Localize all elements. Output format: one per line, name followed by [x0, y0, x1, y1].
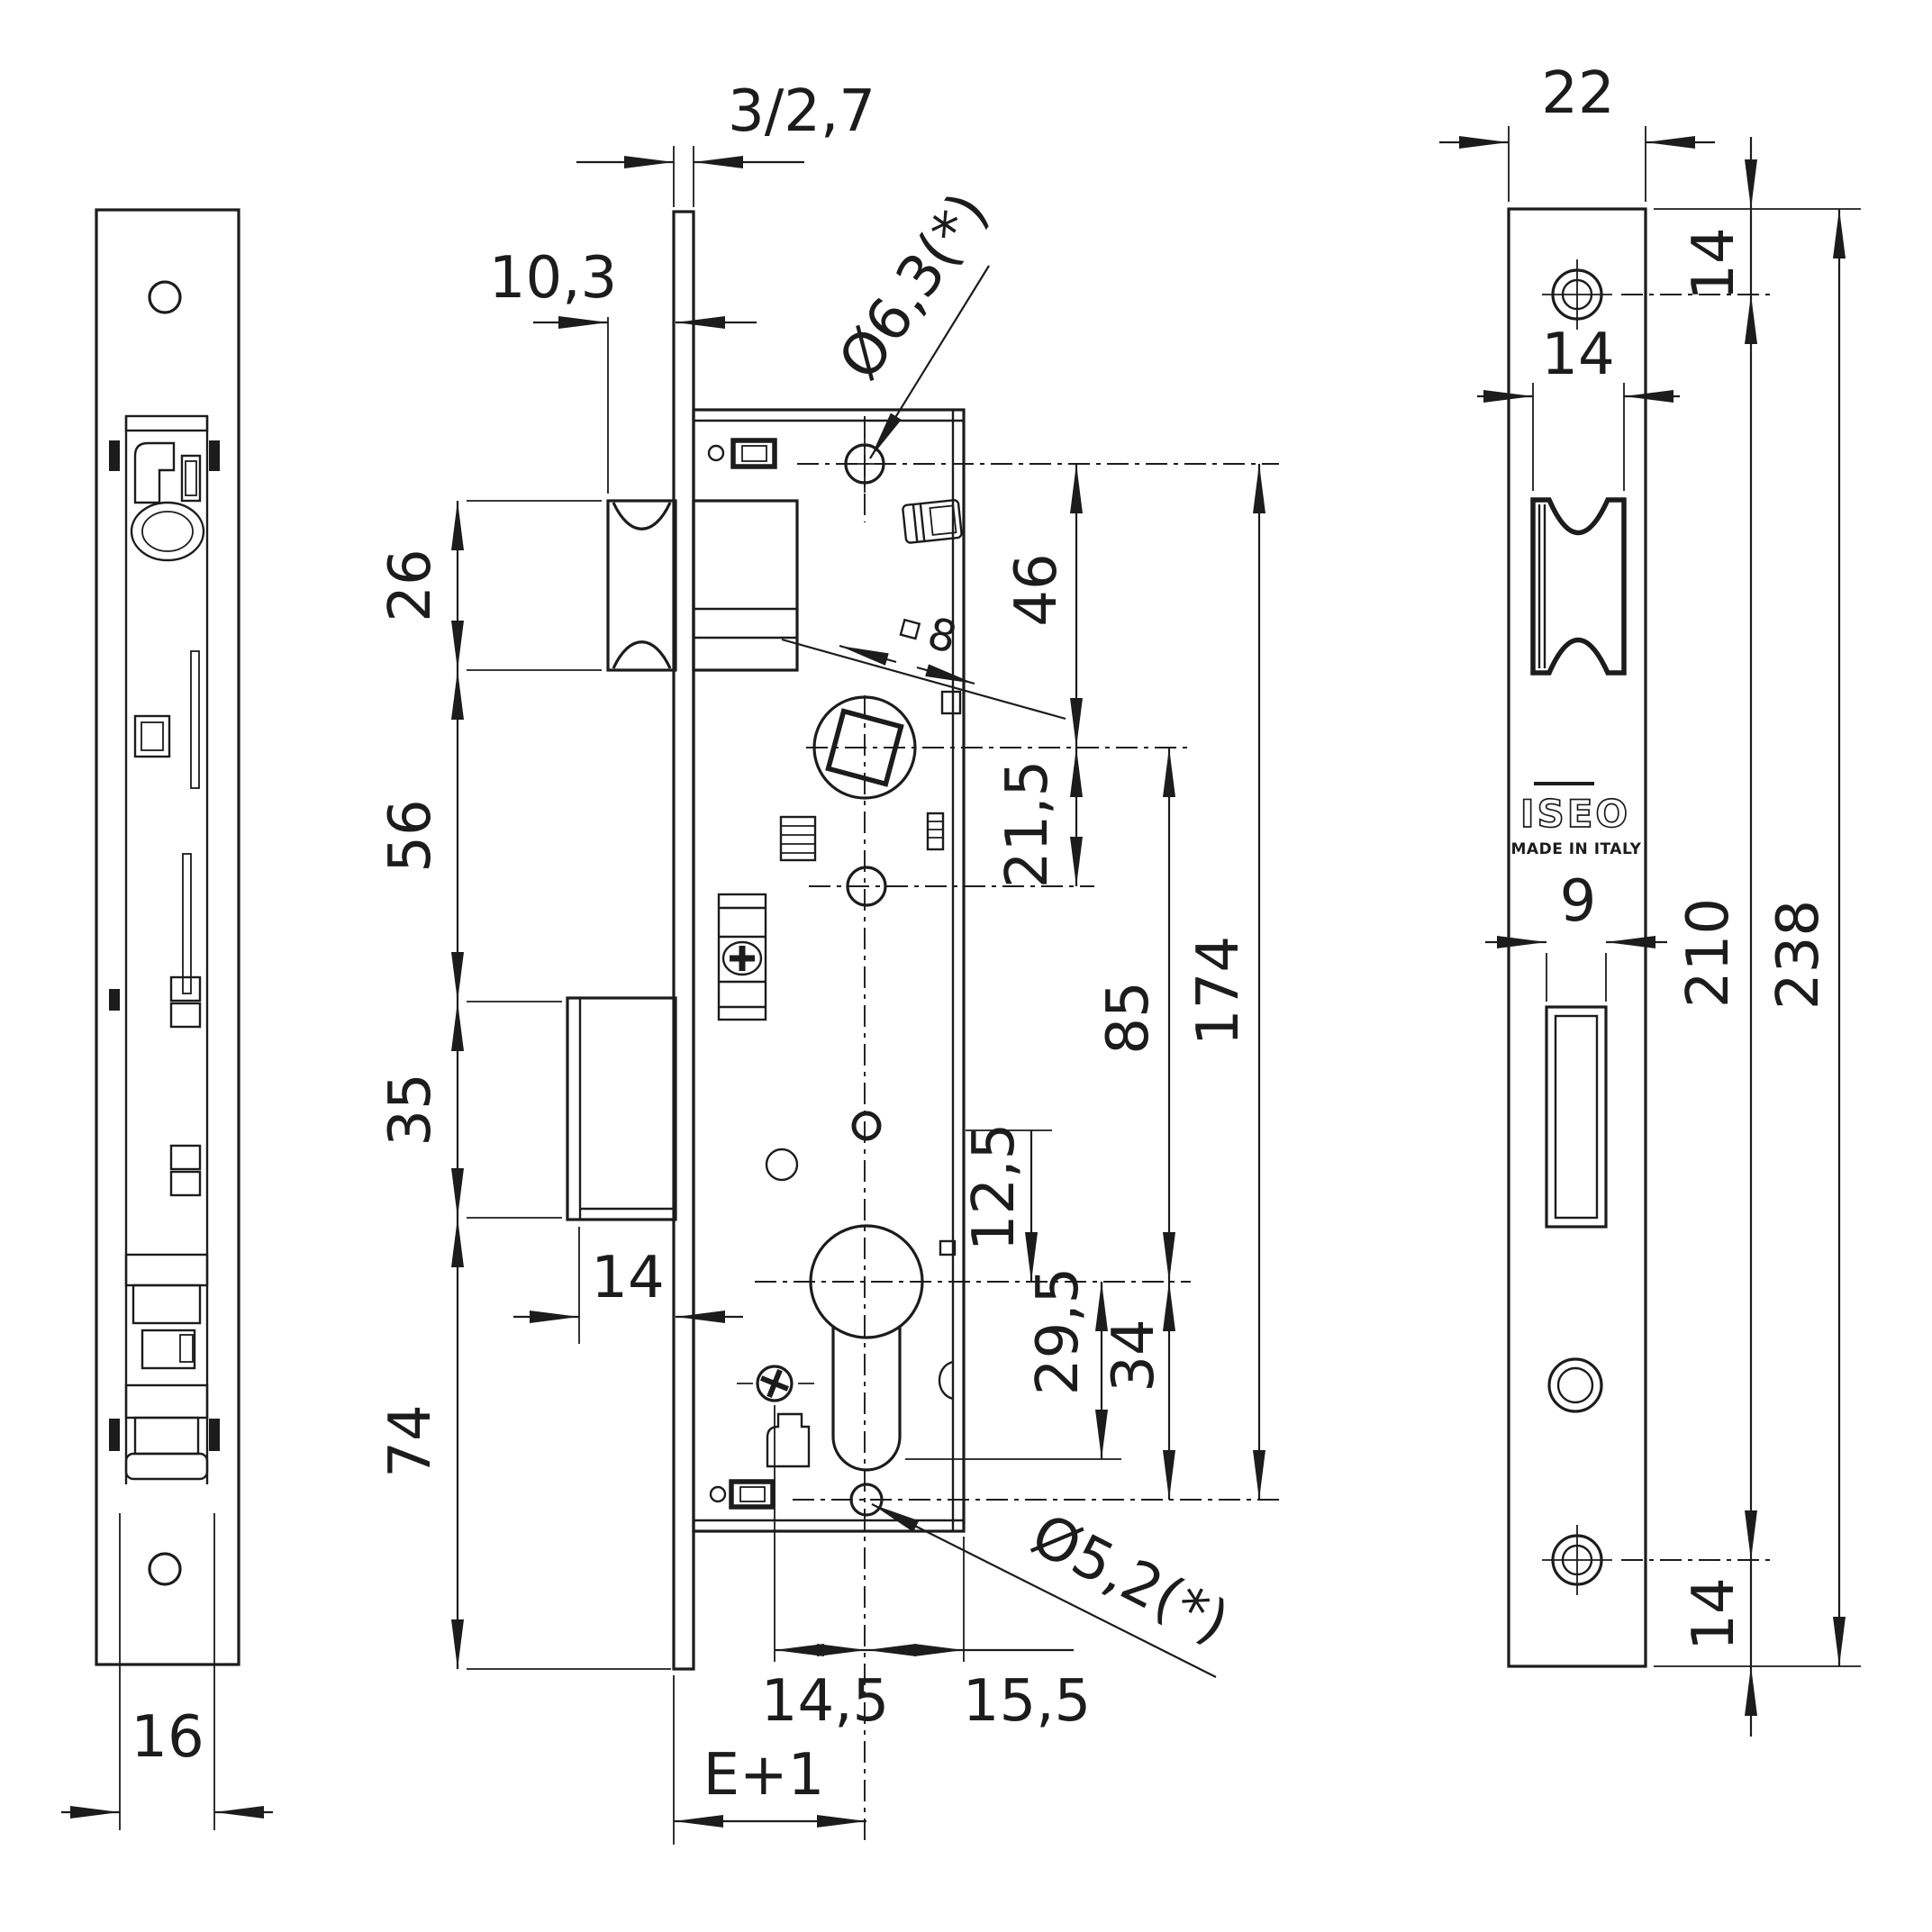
screw-adjuster	[717, 893, 767, 1021]
square-symbol	[899, 618, 921, 640]
right-view-faceplate: ISEO MADE IN ITALY 22	[1439, 60, 1861, 1737]
brand-made-in: MADE IN ITALY	[1511, 840, 1642, 858]
dim-backset-group: E+1	[673, 1675, 866, 1845]
lock-case	[692, 408, 966, 1533]
case-edge-notch	[938, 1360, 954, 1401]
dim-plate-thickness-group: 3/2,7	[576, 78, 875, 207]
dim-roller-cutout-width-group: 14	[1477, 322, 1680, 491]
case-edge-tab-lower	[939, 1239, 957, 1256]
dim-axis-to-case-edge: 15,5	[963, 1668, 1092, 1735]
dim-cylinder-group: 12,5 29,5 34	[905, 1123, 1175, 1500]
dim-left-chain: 26 56 35 74	[377, 500, 671, 1670]
faceplate-middle-hole	[1547, 1357, 1603, 1413]
phillips-screw	[721, 940, 763, 976]
dim-cylinder-offset: 12,5	[961, 1123, 1028, 1252]
small-hole-axis	[851, 1111, 882, 1141]
dim-plate-width: 22	[1541, 60, 1614, 127]
roller	[606, 499, 677, 672]
latch-hook-side	[133, 441, 176, 504]
case-edge-tab-upper	[940, 690, 962, 715]
dim-roller-height: 26	[377, 549, 444, 621]
side-mechanism	[109, 414, 220, 1484]
rivet-top	[707, 444, 725, 462]
dim-cyl-to-bottom-hole: 34	[1101, 1319, 1167, 1392]
latch-roller	[606, 499, 799, 672]
cylinder-hole	[755, 1224, 1191, 1472]
middle-hole	[809, 866, 1094, 907]
latch-tail	[692, 499, 799, 672]
left-view-side: 16	[61, 208, 273, 1830]
dim-bolt-height: 35	[377, 1073, 444, 1146]
dim-cyl-to-slot-end: 29,5	[1025, 1267, 1092, 1396]
dim-side-body-width: 16	[131, 1704, 204, 1771]
dim-edge-to-top-hole: 14	[1681, 227, 1747, 300]
case-screw	[737, 1365, 814, 1402]
top-screw-hole: Ø6,3(*)	[797, 181, 1279, 522]
rivet-bottom	[709, 1485, 727, 1503]
dim-backset: E+1	[703, 1742, 825, 1809]
spring-barrel	[902, 499, 963, 544]
dim-roller-to-bolt: 56	[377, 799, 444, 872]
dim-plate-width-group: 22	[1439, 60, 1715, 202]
latch-block-side	[124, 1253, 209, 1287]
dim-screw-to-axis: 14,5	[761, 1668, 890, 1735]
brand-logo-block: ISEO MADE IN ITALY	[1511, 782, 1642, 858]
dim-right-view-stack: 14 210 14 238	[1654, 137, 1861, 1737]
dim-follower-to-hole: 21,5	[994, 760, 1061, 889]
side-plate-outline	[95, 208, 240, 1666]
dim-bolt-projection-group: 14	[513, 1227, 743, 1344]
dim-bolt-to-plate-end: 74	[377, 1404, 444, 1477]
roller-side	[130, 501, 205, 562]
small-hole-left	[765, 1147, 799, 1182]
faceplate-front	[1507, 207, 1647, 1668]
dim-keyway-width-group: 9	[1485, 868, 1667, 1002]
dim-bolt-projection: 14	[591, 1245, 664, 1311]
dim-bottom-hole-to-edge: 14	[1681, 1577, 1747, 1650]
dim-plate-length: 238	[1765, 900, 1832, 1010]
bent-tab	[766, 1412, 811, 1468]
dim-plate-thickness: 3/2,7	[728, 78, 875, 145]
dim-keyway-width: 9	[1560, 868, 1597, 935]
dim-roller-projection: 10,3	[489, 245, 618, 312]
brand-logo: ISEO	[1520, 792, 1630, 836]
vent-stripes-left	[779, 815, 817, 862]
dim-roller-cutout-width: 14	[1541, 322, 1614, 388]
bottom-screw-hole: Ø5,2(*)	[793, 1483, 1279, 1678]
vent-stripes-right	[926, 812, 945, 851]
label-square-8: 8	[922, 608, 962, 664]
dim-right-stack: 46 21,5 85 174	[994, 464, 1265, 1500]
dim-hole-spacing: 174	[1185, 936, 1252, 1046]
dim-roller-projection-group: 10,3	[489, 245, 757, 494]
side-bottom-hole	[148, 1552, 182, 1586]
dim-bottom-chain: 14,5 15,5	[761, 1405, 1092, 1735]
faceplate-roller-cutout	[1530, 497, 1627, 676]
deadbolt	[566, 996, 677, 1221]
side-top-hole	[148, 280, 182, 314]
faceplate-keyway-cutout	[1545, 1005, 1608, 1229]
dim-side-body-width-group: 16	[61, 1513, 273, 1830]
center-view-lock-body: Ø6,3(*) 8	[377, 78, 1279, 1845]
dim-follower-to-cylinder: 85	[1095, 981, 1162, 1054]
dim-hole-to-follower: 46	[1003, 553, 1070, 626]
faceplate-edge	[672, 210, 695, 1671]
dim-screw-hole-spacing: 210	[1675, 898, 1742, 1008]
follower-square-hole	[825, 708, 904, 787]
